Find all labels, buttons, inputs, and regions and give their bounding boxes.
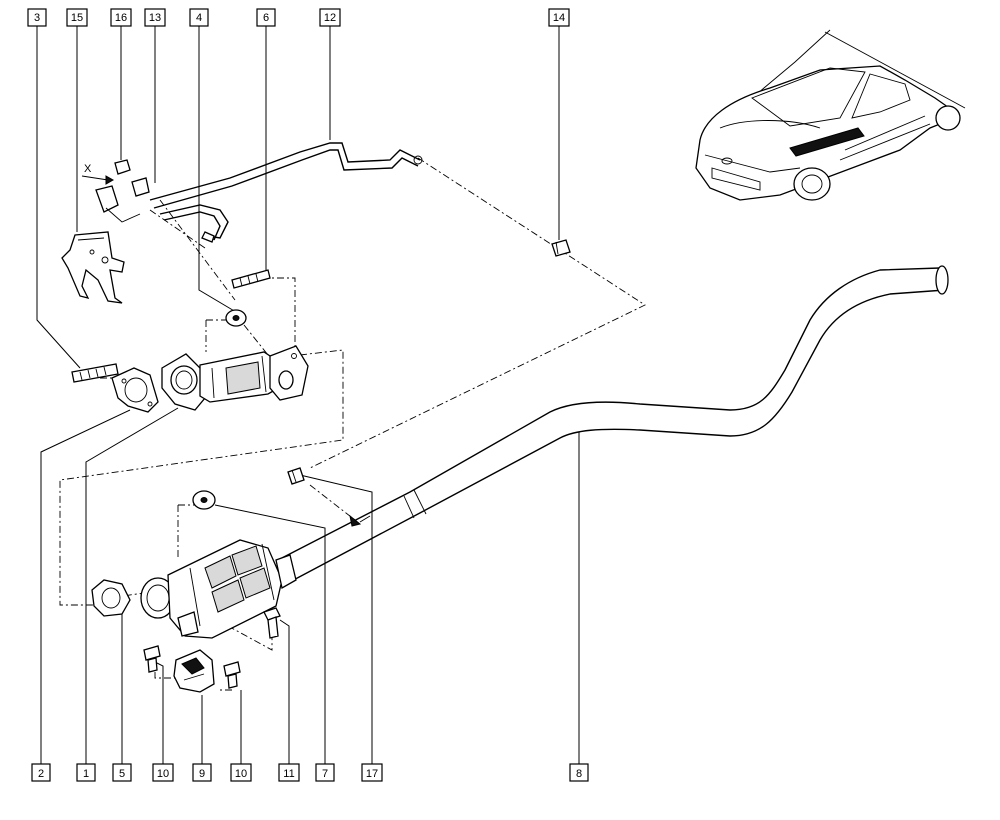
upper-bracket-assembly: X bbox=[61, 159, 150, 304]
callout-15: 15 bbox=[66, 8, 88, 27]
callout-14: 14 bbox=[548, 8, 570, 27]
callout-4: 4 bbox=[189, 8, 209, 27]
callout-label-6: 6 bbox=[263, 12, 269, 24]
callout-label-11: 11 bbox=[283, 768, 294, 780]
callout-6: 6 bbox=[256, 8, 276, 27]
clamp-14 bbox=[551, 239, 571, 257]
callout-label-9: 9 bbox=[199, 768, 205, 780]
callout-label-15: 15 bbox=[71, 12, 83, 24]
callout-label-16: 16 bbox=[115, 12, 127, 24]
callout-label-5: 5 bbox=[119, 768, 125, 780]
callout-label-2: 2 bbox=[38, 768, 44, 780]
callout-label-10-left: 10 bbox=[157, 768, 169, 780]
main-exhaust-pipe-8 bbox=[277, 265, 949, 585]
callout-9: 9 bbox=[192, 763, 212, 782]
callout-label-13: 13 bbox=[149, 12, 161, 24]
callout-label-10-right: 10 bbox=[235, 768, 247, 780]
callout-17: 17 bbox=[361, 763, 383, 782]
callout-label-12: 12 bbox=[324, 12, 336, 24]
callout-label-3: 3 bbox=[34, 12, 40, 24]
bracket-9 bbox=[173, 649, 215, 693]
leader-lines bbox=[36, 26, 580, 764]
callout-13: 13 bbox=[144, 8, 166, 27]
callout-8: 8 bbox=[569, 763, 589, 782]
nut-7 bbox=[192, 490, 216, 510]
assembly-dash-lines bbox=[59, 157, 646, 691]
callout-10-right: 10 bbox=[230, 763, 252, 782]
lower-catalyst-7 bbox=[140, 539, 297, 639]
upper-catalyst-1 bbox=[161, 345, 309, 411]
callout-label-1: 1 bbox=[83, 768, 89, 780]
gasket-5 bbox=[91, 579, 131, 617]
callout-label-14: 14 bbox=[553, 12, 565, 24]
callout-label-8: 8 bbox=[576, 768, 582, 780]
bolt-10-left bbox=[143, 645, 161, 673]
callout-2: 2 bbox=[31, 763, 51, 782]
callout-label-4: 4 bbox=[196, 12, 202, 24]
callout-10-left: 10 bbox=[152, 763, 174, 782]
gasket-2 bbox=[111, 367, 159, 413]
callout-label-17: 17 bbox=[366, 768, 378, 780]
sensor-pipe-12 bbox=[149, 142, 423, 243]
bolt-10-right bbox=[223, 661, 241, 689]
nut-17 bbox=[287, 467, 305, 485]
callout-1: 1 bbox=[76, 763, 96, 782]
callout-12: 12 bbox=[319, 8, 341, 27]
callout-11: 11 bbox=[278, 763, 300, 782]
x-marker-label: X bbox=[84, 163, 92, 175]
callout-label-7: 7 bbox=[322, 768, 328, 780]
car-location-thumbnail bbox=[695, 29, 966, 201]
callout-5: 5 bbox=[112, 763, 132, 782]
callout-16: 16 bbox=[110, 8, 132, 27]
nut-4 bbox=[225, 309, 247, 327]
assembly-arrow bbox=[349, 514, 371, 527]
callout-3: 3 bbox=[27, 8, 47, 27]
stud-3 bbox=[71, 363, 119, 383]
bolt-11 bbox=[263, 607, 281, 639]
callout-7: 7 bbox=[315, 763, 335, 782]
stud-6 bbox=[231, 269, 271, 289]
